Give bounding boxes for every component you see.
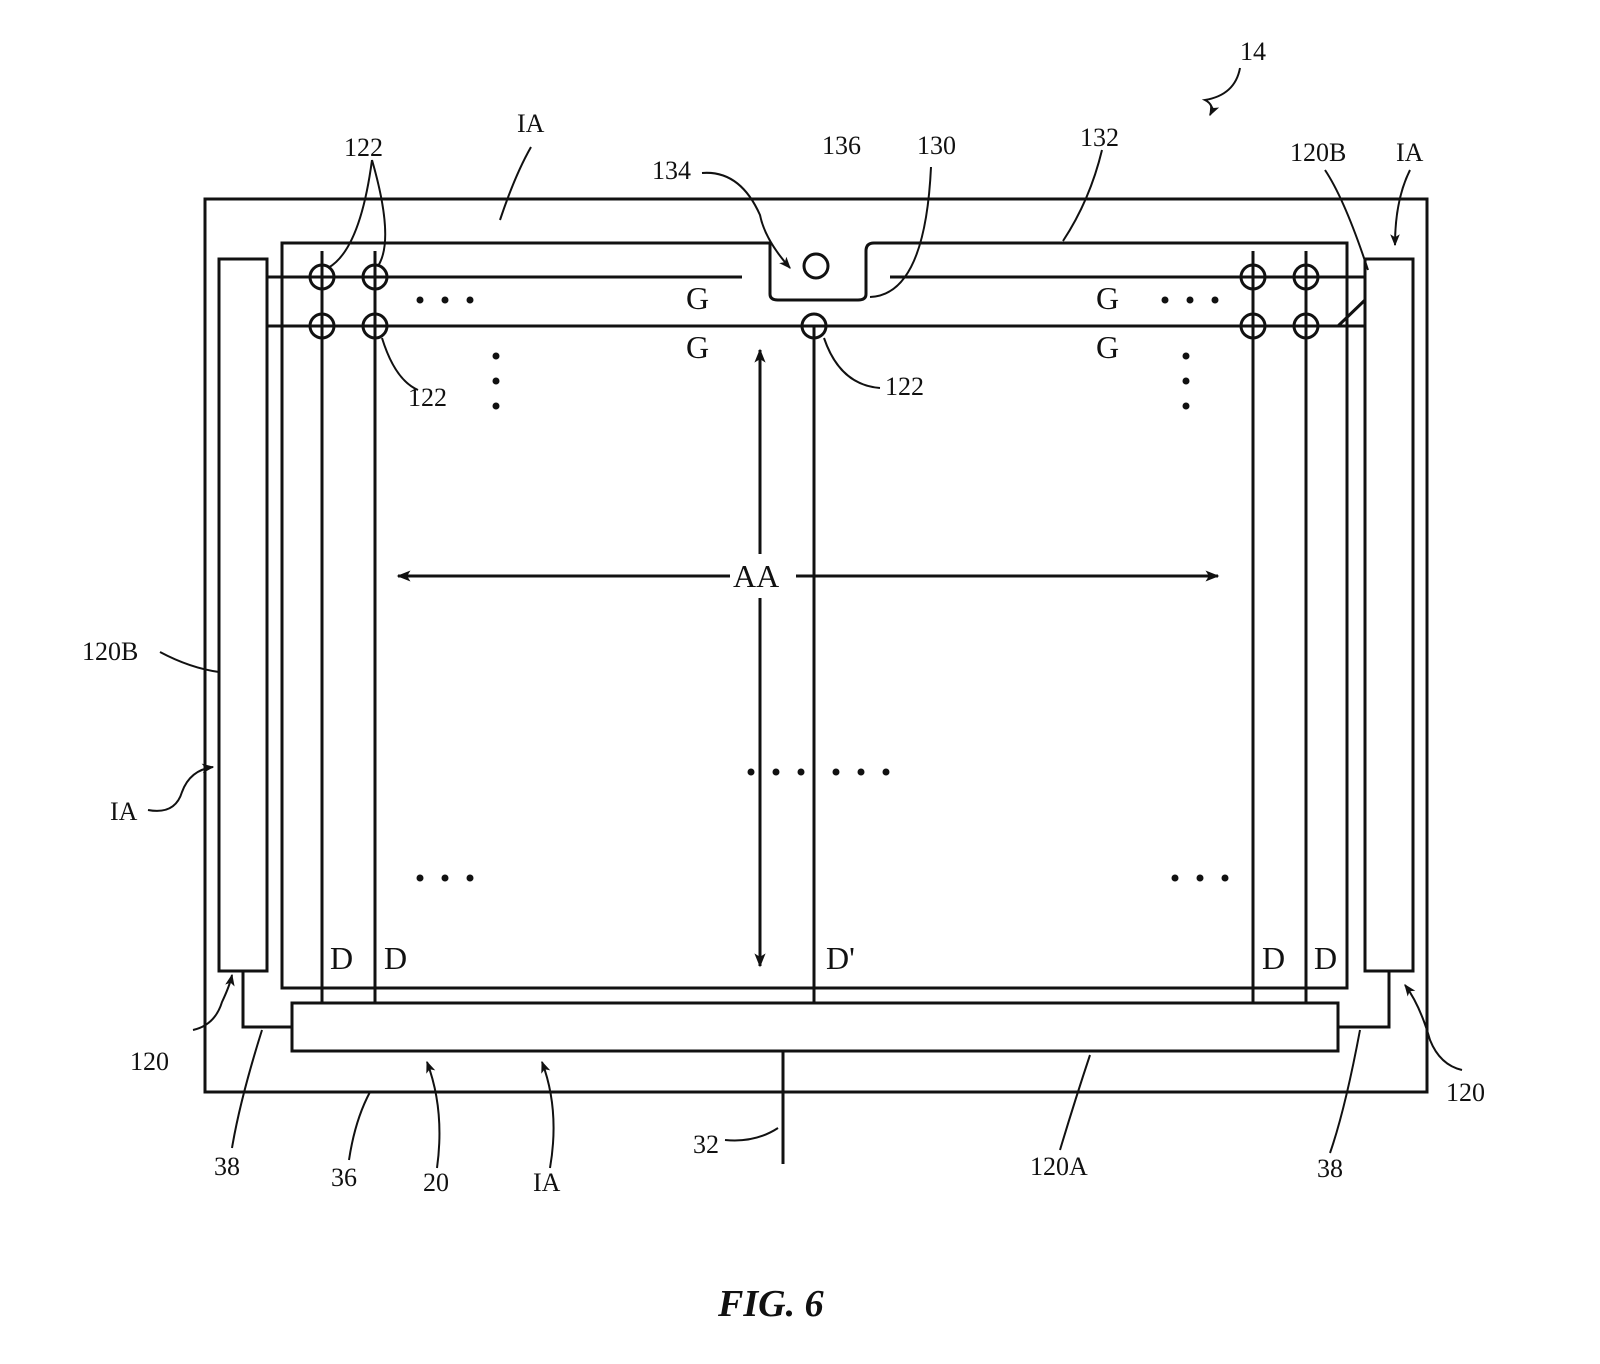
d1-label: D xyxy=(330,940,353,976)
connector-38-right xyxy=(1338,971,1391,1029)
pixel-circle xyxy=(361,312,389,340)
ref-136-label: 136 xyxy=(822,131,861,160)
bottom-data-driver-120a xyxy=(290,1001,1340,1053)
ref-132-label: 132 xyxy=(1080,123,1119,152)
ref-130-label: 130 xyxy=(917,131,956,160)
ia-bottom-label: IA xyxy=(533,1168,561,1197)
g-top-left-label: G xyxy=(686,280,709,316)
d3-label: D xyxy=(1262,940,1285,976)
pixel-circle xyxy=(361,263,389,291)
right-strip-corner-line xyxy=(1336,298,1367,328)
ref-14-label: 14 xyxy=(1240,37,1266,66)
pixel-circle xyxy=(1292,263,1320,291)
dprime-label: D' xyxy=(826,940,855,976)
ref-20-label: 20 xyxy=(423,1168,449,1197)
ref-120b-right-label: 120B xyxy=(1290,138,1346,167)
pixel-circles xyxy=(308,263,1320,340)
g-bottom-left-label: G xyxy=(686,329,709,365)
connector-38-left xyxy=(241,971,292,1029)
ref-38-right-label: 38 xyxy=(1317,1154,1343,1183)
pixel-circle xyxy=(308,312,336,340)
ref-134-label: 134 xyxy=(652,156,691,185)
figure-caption: FIG. 6 xyxy=(717,1283,824,1325)
pixel-circle xyxy=(1292,312,1320,340)
ref-120-left-label: 120 xyxy=(130,1047,169,1076)
d4-label: D xyxy=(1314,940,1337,976)
ia-left-label: IA xyxy=(110,797,138,826)
d2-label: D xyxy=(384,940,407,976)
leader-lines xyxy=(147,67,1463,1169)
ref-38-left-label: 38 xyxy=(214,1152,240,1181)
ref-120a-label: 120A xyxy=(1030,1152,1088,1181)
ia-top-label: IA xyxy=(517,109,545,138)
ref-122-mid-label: 122 xyxy=(885,372,924,401)
left-gate-driver-120b xyxy=(217,257,269,973)
ref-122-left-label: 122 xyxy=(408,383,447,412)
ref-122-top-label: 122 xyxy=(344,133,383,162)
sensor-136 xyxy=(802,252,830,280)
ref-36-label: 36 xyxy=(331,1163,357,1192)
ref-120b-left-label: 120B xyxy=(82,637,138,666)
pixel-circle xyxy=(1239,312,1267,340)
ia-right-label: IA xyxy=(1396,138,1424,167)
pixel-circle xyxy=(308,263,336,291)
g-top-right-label: G xyxy=(1096,280,1119,316)
pixel-circle xyxy=(1239,263,1267,291)
substrate-outline xyxy=(203,197,1429,1094)
ellipsis-dots xyxy=(416,296,1229,882)
ref-32-label: 32 xyxy=(693,1130,719,1159)
aa-label: AA xyxy=(733,558,779,594)
active-area-border xyxy=(280,241,1349,990)
ref-120-right-label: 120 xyxy=(1446,1078,1485,1107)
right-gate-driver-120b xyxy=(1363,257,1415,973)
g-bottom-right-label: G xyxy=(1096,329,1119,365)
pixel-circle xyxy=(800,312,828,340)
